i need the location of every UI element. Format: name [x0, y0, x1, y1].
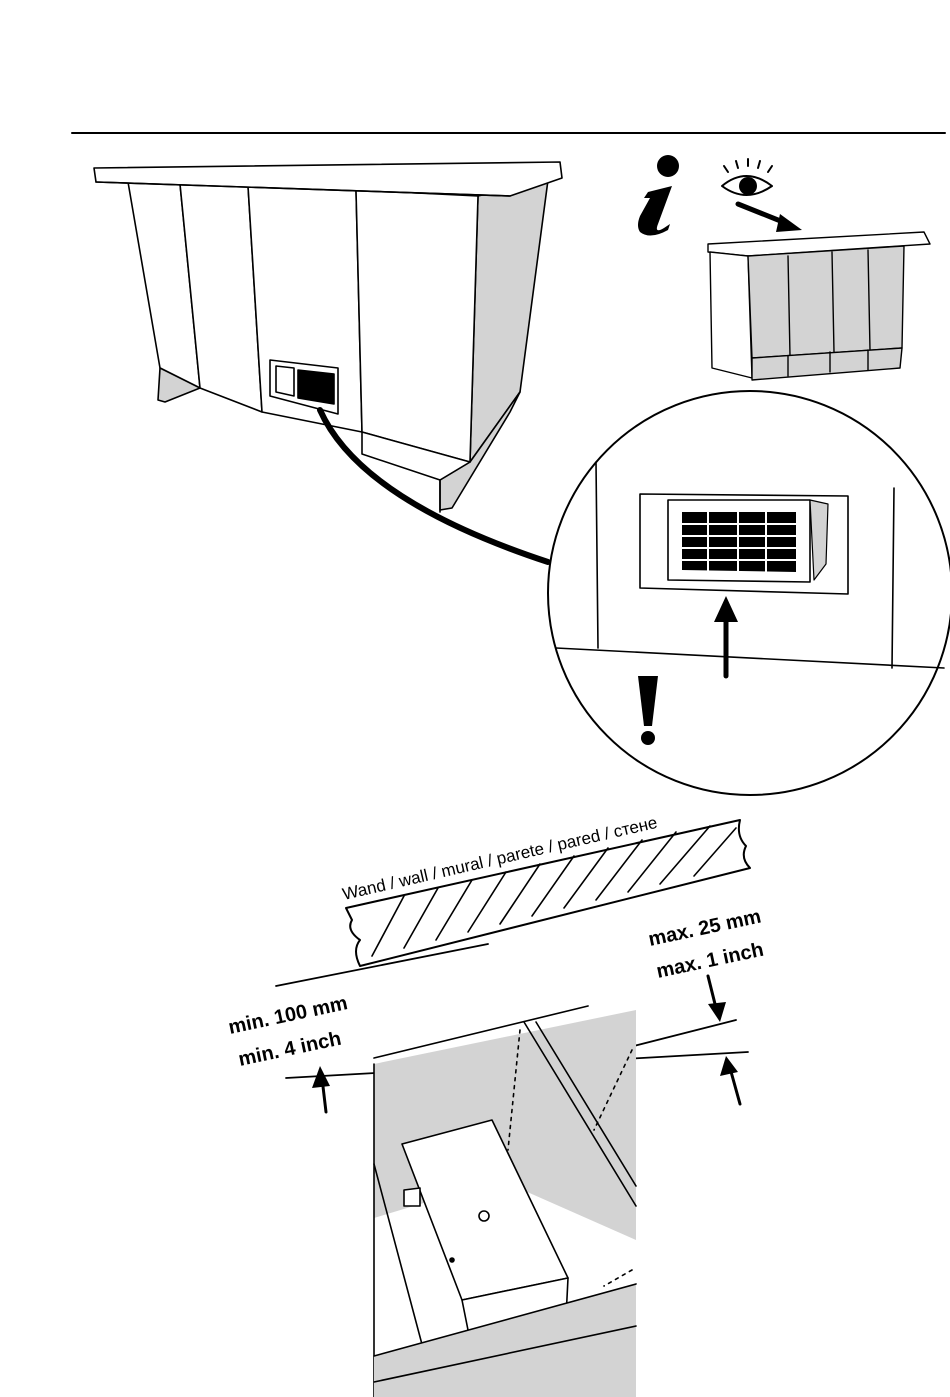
eye-icon: [722, 159, 772, 195]
zoom-detail: [548, 391, 950, 795]
kitchen-cabinet: [94, 162, 562, 512]
info-icon: [638, 155, 679, 236]
arrow-icon: [738, 204, 802, 232]
small-cabinet: [708, 232, 930, 380]
appliance-top-view: [374, 1006, 636, 1397]
